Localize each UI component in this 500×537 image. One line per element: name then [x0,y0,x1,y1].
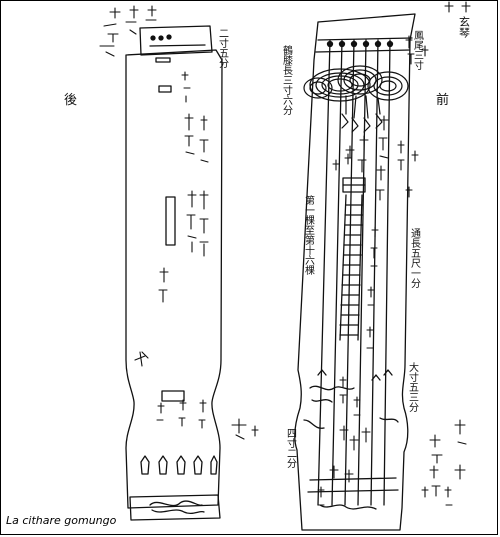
front-right-note-upper: 通長五尺一分 [409,228,421,289]
back-top-note: 二寸五分 [217,28,229,69]
front-bottom-note: 四寸二分 [285,428,297,469]
right-margin-ornaments [397,1,471,506]
front-mid-note: 第一棵至第十六棵 [303,194,315,276]
front-side-label: 前 [436,92,449,108]
front-top-note: 鳳尾三寸 [412,30,424,70]
fretboard [339,194,363,341]
left-margin-ornaments [99,5,259,440]
back-view-instrument [125,25,223,521]
figure-caption: La cithare gomungo [6,514,117,527]
front-view-annotations [317,115,389,506]
front-view-instrument [294,13,416,531]
back-view-annotations [156,71,209,429]
back-tuning-pegs [140,455,218,475]
front-right-note-lower: 大寸五三分 [407,361,419,413]
coiled-string-knot [303,65,409,133]
back-side-label: 後 [64,93,77,108]
vertical-labels: 後 前 玄琴 二寸五分 鳳尾三寸 鶴膝長三寸六分 第一棵至第十六棵 通長五尺一分… [64,15,471,469]
corner-label: 玄琴 [458,15,471,39]
front-left-note: 鶴膝長三寸六分 [281,44,293,116]
